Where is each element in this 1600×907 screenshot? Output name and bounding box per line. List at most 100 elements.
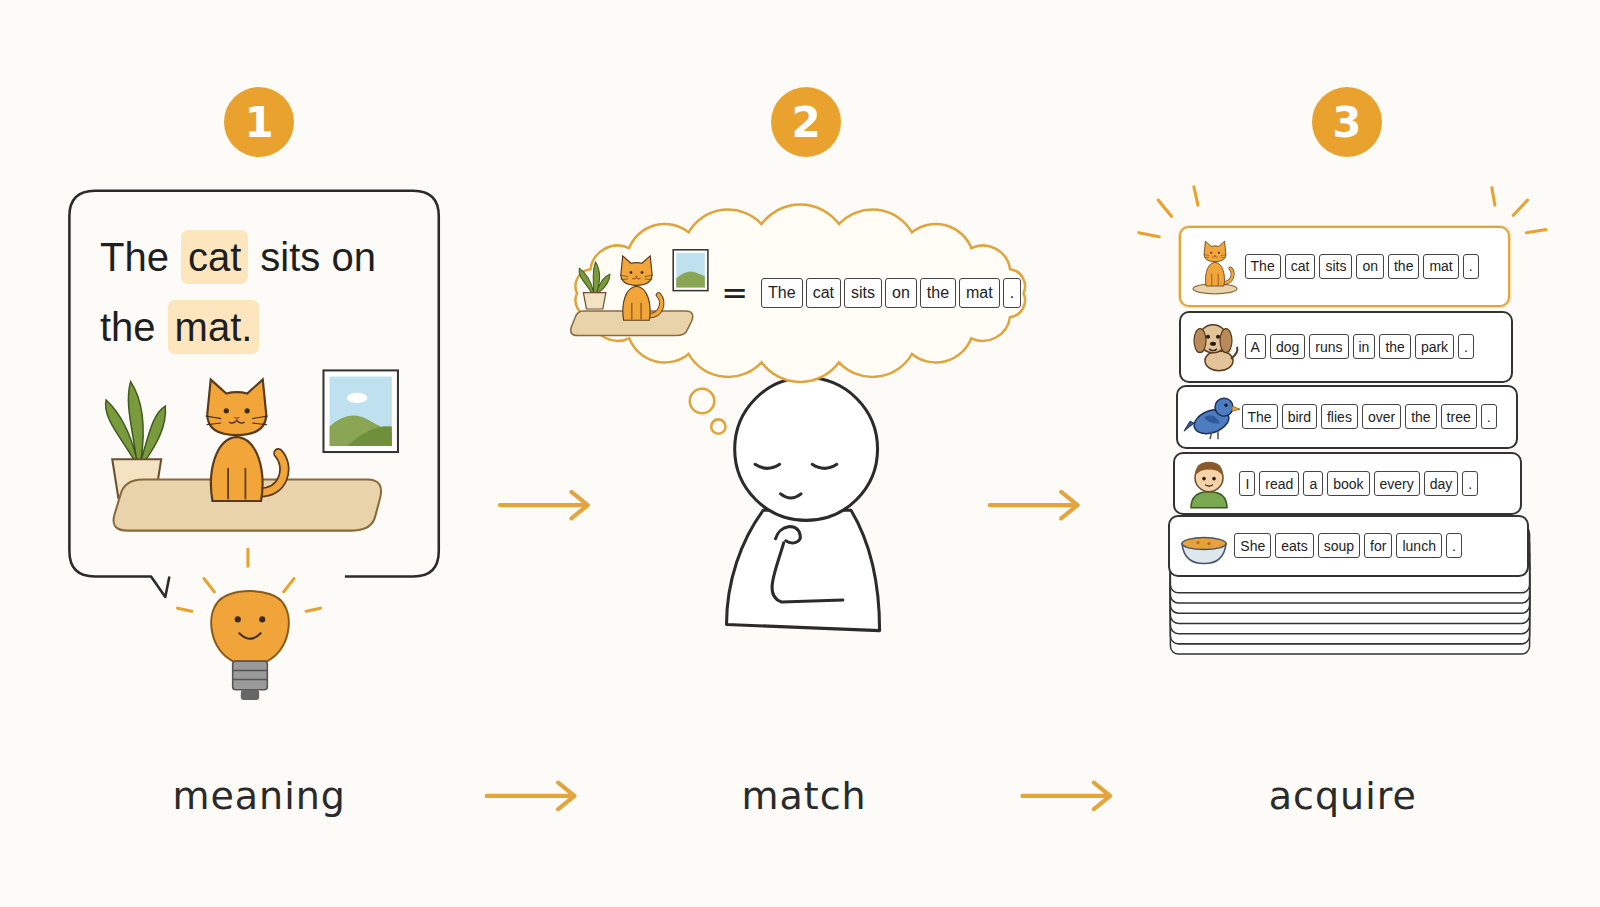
cat-scene — [106, 370, 398, 530]
bird-icon — [1180, 385, 1240, 449]
word-tile: the — [1379, 334, 1410, 359]
word-tile: sits — [844, 278, 882, 308]
word-tile: . — [1481, 404, 1497, 429]
word-tile-text: over — [1368, 409, 1395, 425]
word-tile: soup — [1318, 533, 1360, 558]
dog-icon — [1194, 325, 1237, 371]
word-tile: The — [1245, 254, 1281, 279]
lightbulb — [233, 661, 268, 690]
sentence-card: Thebird flies overthe tree. — [1176, 385, 1519, 449]
mini-cat-scene — [584, 293, 606, 309]
sentence-card: Ireadabook every day. — [1173, 452, 1522, 515]
thinking-person — [727, 378, 880, 631]
thinking-person — [727, 510, 880, 630]
word-tile-text: a — [1309, 476, 1317, 492]
step-caption: acquire — [1269, 774, 1417, 818]
word-tile-text: mat — [1429, 258, 1452, 274]
step-circle: 2 — [771, 87, 841, 157]
word-tile-text: I — [1245, 476, 1249, 492]
word-tile-text: park — [1421, 339, 1448, 355]
thinking-person — [772, 543, 843, 602]
boy-icon — [1191, 462, 1227, 508]
word-tile: flies — [1321, 404, 1358, 429]
bowl-icon — [1172, 515, 1232, 576]
word-tile-text: on — [892, 284, 910, 302]
step-circle: 1 — [224, 87, 294, 157]
word-tile-text: bird — [1288, 409, 1311, 425]
word-tile-text: tree — [1447, 409, 1471, 425]
word-tile: . — [1462, 471, 1478, 496]
word-tile-text: book — [1333, 476, 1363, 492]
thought-dots — [711, 419, 725, 433]
speech-bubble: Thecatsits onthemat. — [100, 222, 437, 362]
word-tile: runs — [1309, 334, 1348, 359]
word-tile-text: runs — [1315, 339, 1342, 355]
word-tile: tree — [1441, 404, 1477, 429]
word-tile-text: cat — [1291, 258, 1310, 274]
word-tile-text: sits — [1325, 258, 1346, 274]
sentence-card: Sheeats soupfor lunch. — [1168, 515, 1528, 576]
word-tile-text: A — [1251, 339, 1260, 355]
sentence-card: Adogrunsinthepark. — [1179, 311, 1514, 382]
cat-scene — [206, 380, 285, 501]
flow-arrow — [1022, 783, 1110, 810]
word-tile-text: the — [1394, 258, 1413, 274]
node-text: The — [100, 230, 169, 284]
word-tile: a — [1303, 471, 1323, 496]
word-tile: . — [1463, 254, 1479, 279]
word-tile-text: for — [1370, 538, 1386, 554]
step-number: 3 — [1332, 98, 1361, 147]
word-tile-text: . — [1452, 538, 1456, 554]
word-tile-text: day — [1430, 476, 1453, 492]
word-tile: The — [1242, 404, 1278, 429]
word-tile: A — [1245, 334, 1266, 359]
word-tile: on — [885, 278, 917, 308]
mini-cat-scene — [620, 256, 662, 320]
word-tile: She — [1234, 533, 1271, 558]
word-tile-text: The — [1251, 258, 1275, 274]
thought-dots — [690, 389, 726, 434]
word-tile: cat — [1285, 254, 1316, 279]
boy-icon — [1177, 452, 1237, 515]
step-caption: meaning — [172, 774, 346, 818]
dog-icon — [1183, 311, 1243, 382]
word-tile: in — [1353, 334, 1376, 359]
thought-dots — [690, 389, 714, 413]
word-tile-text: in — [1359, 339, 1370, 355]
cat-scene — [347, 393, 367, 403]
word-tile-text: lunch — [1402, 538, 1435, 554]
thinking-person — [776, 527, 801, 543]
flow-arrow — [487, 783, 575, 810]
word-tile-text: dog — [1276, 339, 1299, 355]
illustration-layer — [69, 187, 1546, 809]
word-tile: lunch — [1396, 533, 1441, 558]
word-tile: . — [1446, 533, 1462, 558]
cat-scene — [106, 382, 166, 462]
bowl-icon — [1182, 538, 1226, 564]
lightbulb — [259, 616, 265, 622]
word-tile: I — [1239, 471, 1255, 496]
mini-cat-scene — [673, 250, 708, 291]
flow-arrow — [990, 492, 1078, 519]
lightbulb — [235, 616, 241, 622]
lightbulb — [239, 633, 261, 639]
node-text: sits on — [260, 230, 376, 284]
mini-cat-scene — [677, 253, 706, 288]
word-tile: park — [1415, 334, 1454, 359]
word-tile-text: eats — [1281, 538, 1307, 554]
word-tile: cat — [806, 278, 841, 308]
word-tile: mat — [1423, 254, 1458, 279]
word-tile-text: The — [768, 284, 796, 302]
word-tile-text: . — [1468, 476, 1472, 492]
word-tile-text: . — [1010, 284, 1014, 302]
node-text: mat. — [168, 300, 260, 354]
lightbulb — [211, 591, 289, 661]
word-tile: read — [1259, 471, 1299, 496]
word-tile: eats — [1275, 533, 1313, 558]
word-tile-text: the — [1411, 409, 1430, 425]
word-tile-text: the — [1385, 339, 1404, 355]
mini-cat-scene — [571, 250, 708, 336]
bird-icon — [1184, 398, 1240, 439]
word-tile: the — [1388, 254, 1419, 279]
word-tile: every — [1374, 471, 1420, 496]
